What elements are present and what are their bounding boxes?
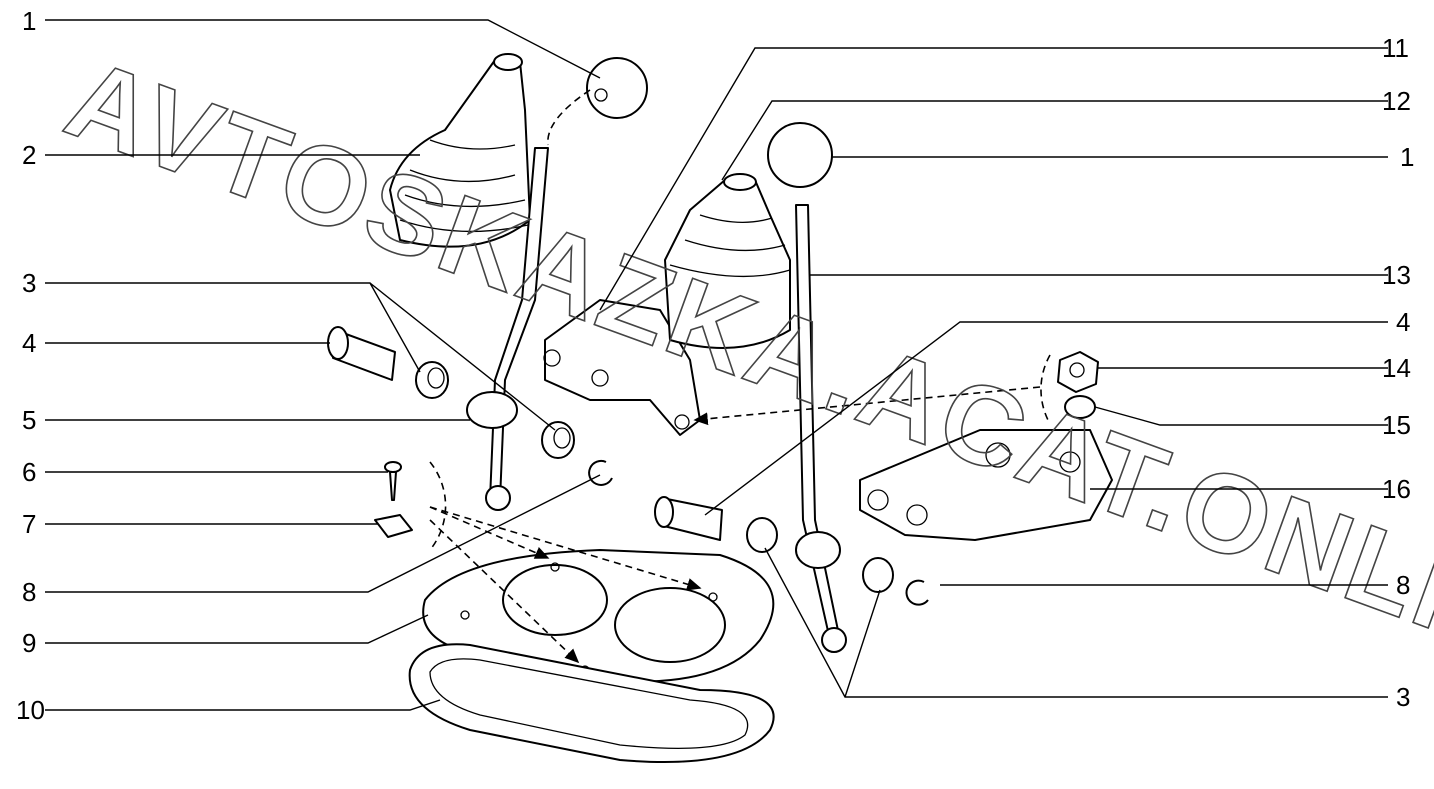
callout-5: 5 <box>22 405 36 435</box>
callouts-right: 11 12 1 13 4 14 15 16 8 3 <box>1382 33 1414 712</box>
lever-bracket <box>543 299 701 436</box>
callout-15: 15 <box>1382 410 1411 440</box>
callout-14: 14 <box>1382 353 1411 383</box>
callout-4: 4 <box>22 328 36 358</box>
callout-1-right: 1 <box>1400 142 1414 172</box>
callout-8-right: 8 <box>1396 570 1410 600</box>
callouts-left: 1 2 3 4 5 6 7 8 9 10 <box>16 6 45 725</box>
callout-2: 2 <box>22 140 36 170</box>
screw <box>384 461 402 501</box>
circlip-right <box>905 579 929 606</box>
bushing-left-a <box>415 361 449 399</box>
callout-4-right: 4 <box>1396 307 1410 337</box>
bushing-right-a <box>746 517 778 553</box>
callout-12: 12 <box>1382 86 1411 116</box>
gear-knob-right <box>767 122 833 188</box>
bushing-right-b <box>862 557 894 593</box>
callout-10: 10 <box>16 695 45 725</box>
callout-9: 9 <box>22 628 36 658</box>
gear-knob-left <box>547 57 648 146</box>
gear-lever-right <box>795 204 847 653</box>
cover-plate <box>422 549 775 683</box>
rubber-boot-left <box>389 53 531 248</box>
callout-16: 16 <box>1382 474 1411 504</box>
pivot-bolt-left <box>327 326 396 381</box>
callout-7: 7 <box>22 509 36 539</box>
gear-lever-left <box>466 147 549 511</box>
gasket <box>408 643 775 763</box>
callout-11: 11 <box>1382 33 1409 63</box>
clip-nut <box>374 514 413 538</box>
bushing-left-b <box>541 421 575 459</box>
nut <box>1057 351 1099 393</box>
circlip-left <box>588 459 613 486</box>
rubber-boot-right <box>664 173 791 349</box>
callout-3: 3 <box>22 268 36 298</box>
pivot-housing <box>859 429 1113 541</box>
callout-13: 13 <box>1382 260 1411 290</box>
pivot-bolt-right <box>654 496 723 541</box>
assembly-arrows <box>429 354 1051 664</box>
leader-lines <box>45 19 1388 711</box>
callout-8: 8 <box>22 577 36 607</box>
callout-3-right: 3 <box>1396 682 1410 712</box>
callout-1: 1 <box>22 6 36 36</box>
callout-6: 6 <box>22 457 36 487</box>
